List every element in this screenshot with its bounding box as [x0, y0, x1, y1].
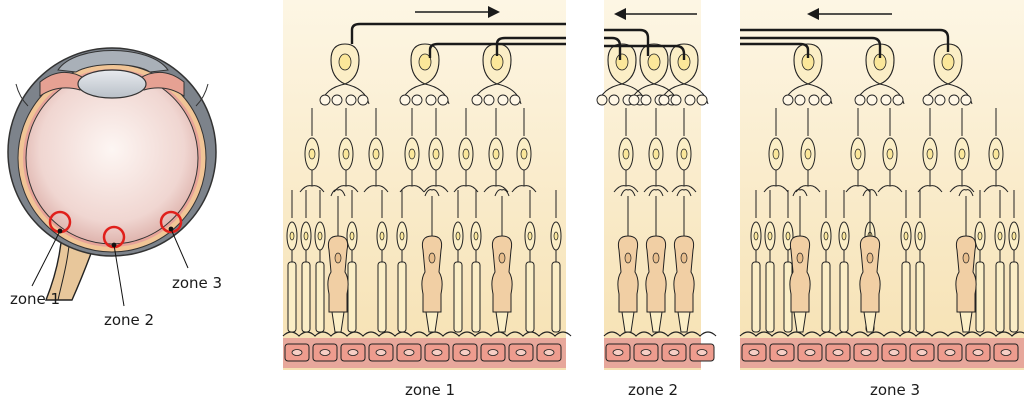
bipolar-cell: [333, 108, 359, 193]
ganglion-cell: [854, 43, 905, 106]
bipolar-cell: [877, 108, 903, 193]
ganglion-cell: [782, 43, 833, 106]
pigment-epithelium: [282, 331, 572, 368]
zone-3-cells: [739, 43, 1024, 368]
panel-zone-3-label: zone 3: [870, 381, 920, 399]
bipolar-cell: [983, 108, 1009, 193]
eye-cross-section: zone 1 zone 2 zone 3: [7, 47, 222, 329]
eye-zone-1-label: zone 1: [10, 290, 60, 308]
rod-cell: [994, 190, 1006, 333]
bipolar-cell: [511, 108, 537, 193]
bipolar-cell: [423, 108, 449, 193]
bipolar-cell: [363, 108, 389, 193]
rod-cell: [470, 190, 482, 333]
bipolar-cell: [299, 108, 325, 193]
bipolar-cell: [845, 108, 871, 193]
cone-cell: [421, 189, 443, 333]
rod-cell: [452, 190, 464, 333]
cone-cell: [327, 189, 349, 333]
rod-cell: [524, 190, 536, 333]
bipolar-cell: [917, 108, 943, 193]
bipolar-cell: [483, 108, 509, 193]
panel-zone-2-label: zone 2: [628, 381, 678, 399]
cone-cell: [645, 189, 667, 333]
rod-cell: [764, 190, 776, 333]
rod-cell: [750, 190, 762, 333]
zone-1-cells: [282, 43, 572, 368]
ganglion-cell: [628, 43, 679, 106]
cone-cell: [955, 189, 977, 333]
ganglion-cell: [658, 43, 709, 106]
axon-lines: [350, 22, 950, 60]
pigment-epithelium: [603, 331, 717, 368]
cone-cell: [673, 189, 695, 333]
bipolar-cell: [949, 108, 975, 193]
cone-cell: [617, 189, 639, 333]
bipolar-cell: [643, 108, 669, 193]
cone-cell: [859, 189, 881, 333]
rod-cell: [314, 190, 326, 333]
ganglion-cell: [399, 43, 450, 106]
bipolar-cell: [453, 108, 479, 193]
rod-cell: [1008, 190, 1020, 333]
rod-cell: [346, 190, 358, 333]
rod-cell: [974, 190, 986, 333]
cone-cell: [491, 189, 513, 333]
ganglion-cell: [319, 43, 370, 106]
rod-cell: [838, 190, 850, 333]
zone-3-marker: [159, 210, 183, 234]
rod-cell: [914, 190, 926, 333]
arrow-right-icon: [415, 6, 500, 18]
rod-cell: [820, 190, 832, 333]
arrow-left-icon: [807, 8, 892, 20]
bipolar-cell: [795, 108, 821, 193]
zone-2-cells: [596, 43, 717, 368]
rod-cell: [286, 190, 298, 333]
rod-cell: [900, 190, 912, 333]
bipolar-cell: [399, 108, 425, 193]
rod-cell: [376, 190, 388, 333]
arrow-left-icon: [614, 8, 697, 20]
ganglion-cell: [922, 43, 973, 106]
panel-zone-1-label: zone 1: [405, 381, 455, 399]
rod-cell: [550, 190, 562, 333]
bipolar-cell: [671, 108, 697, 193]
ganglion-cell: [471, 43, 522, 106]
eye-zone-3-label: zone 3: [172, 274, 222, 292]
bipolar-cell: [613, 108, 639, 193]
rod-cell: [300, 190, 312, 333]
pigment-epithelium: [739, 331, 1024, 368]
bipolar-cell: [763, 108, 789, 193]
rod-cell: [396, 190, 408, 333]
cone-cell: [789, 189, 811, 333]
eye-zone-2-label: zone 2: [104, 311, 154, 329]
